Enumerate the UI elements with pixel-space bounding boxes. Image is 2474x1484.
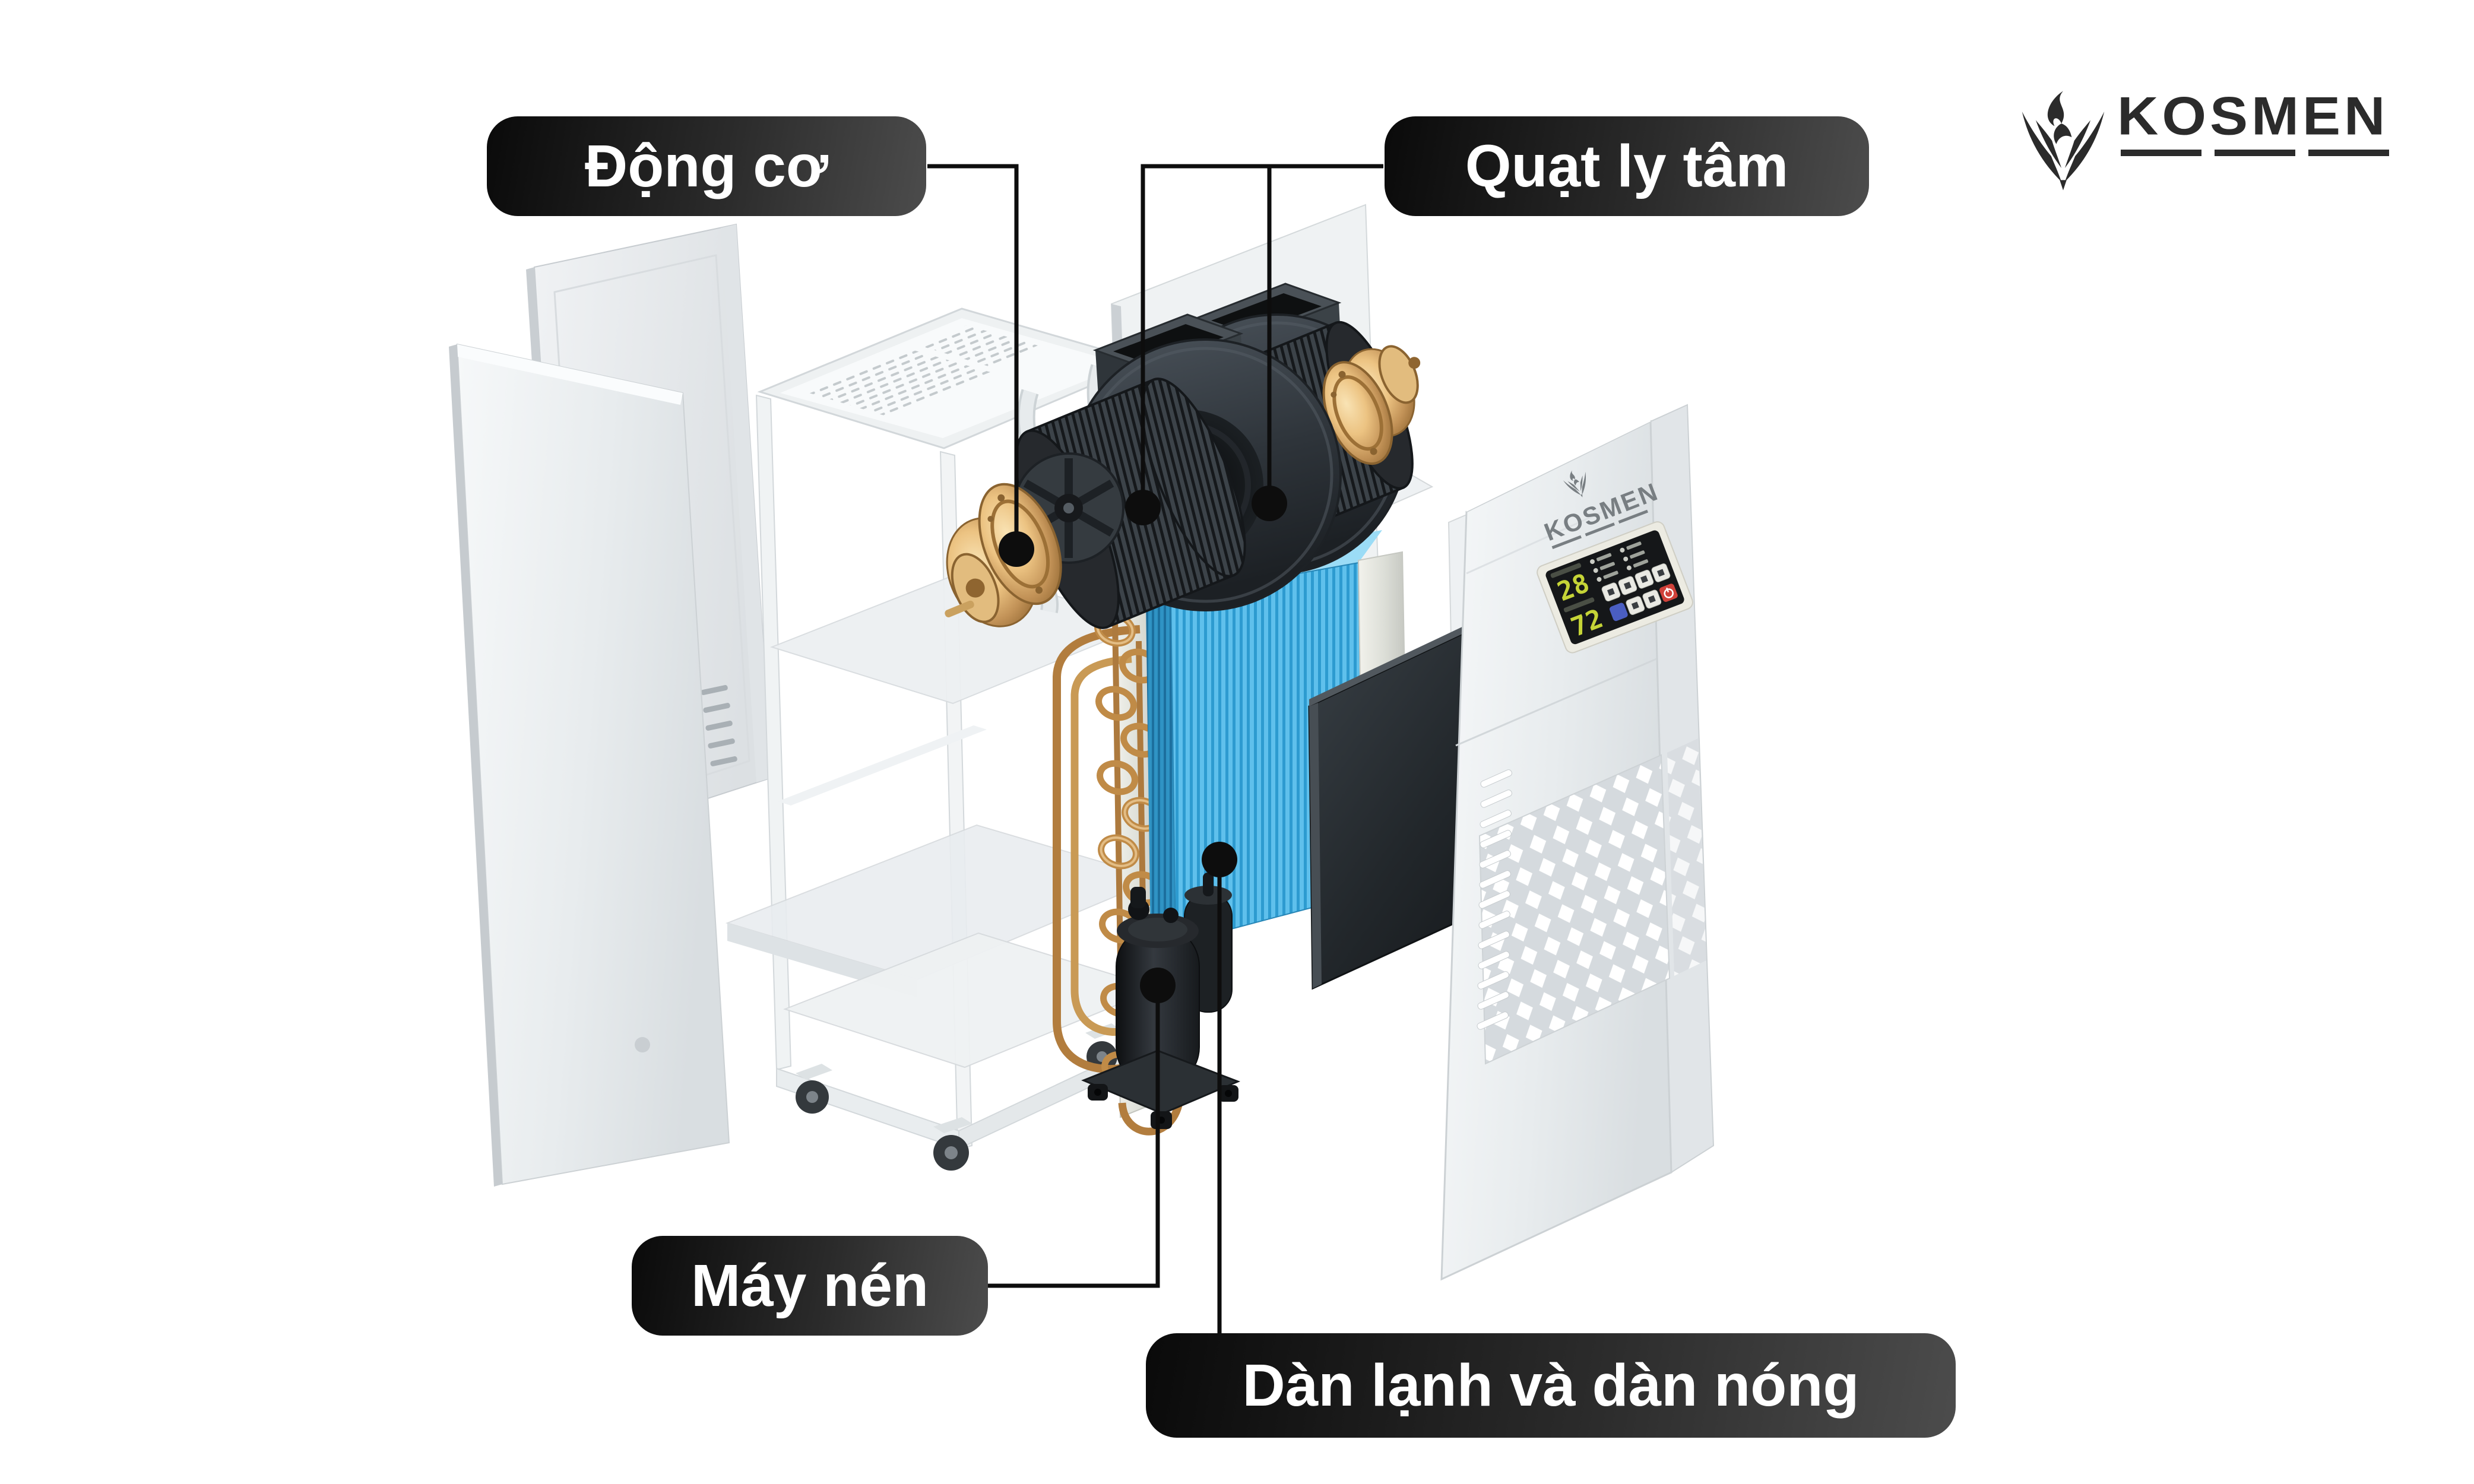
connector-compressor: [986, 988, 1160, 1288]
top-shelf-mesh: [805, 349, 993, 417]
mode-button: [1610, 603, 1628, 621]
label-compressor: Máy nén: [632, 1236, 988, 1336]
brand-logo: KOSMEN: [2019, 88, 2422, 213]
callout-dots: [999, 486, 1287, 1003]
dot-motor: [999, 531, 1034, 567]
side-panel-left: [449, 343, 730, 1187]
label-fan-text: Quạt ly tâm: [1465, 132, 1789, 199]
dot-coils: [1202, 842, 1237, 877]
callout-connectors: [927, 164, 1383, 1333]
label-fan: Quạt ly tâm: [1385, 116, 1869, 216]
label-coils: Dàn lạnh và dàn nóng: [1146, 1333, 1956, 1438]
panel-hole: [635, 1037, 650, 1052]
brand-underline-bars: [2121, 150, 2389, 156]
label-motor: Động cơ: [487, 116, 926, 216]
power-button: [1659, 584, 1678, 602]
dot-fan-left: [1125, 490, 1161, 525]
connector-fan-1: [1141, 164, 1383, 505]
control-display: 28 72: [1537, 521, 1693, 654]
back-panel-vents: [701, 685, 737, 766]
front-panel-vents: [1477, 769, 1512, 1030]
top-shelf-mesh: [919, 325, 1038, 367]
label-compressor-text: Máy nén: [690, 1252, 929, 1319]
caster-wheels: [796, 1023, 1121, 1171]
dot-compressor: [1140, 968, 1176, 1003]
compressor-base: [1081, 1049, 1240, 1115]
display-buttons: [1601, 563, 1678, 621]
display-indicators: [1590, 541, 1649, 582]
label-motor-text: Động cơ: [585, 132, 828, 199]
connector-motor: [927, 164, 1019, 546]
front-panel: KOSMEN 28 72: [1440, 404, 1715, 1281]
label-coils-text: Dàn lạnh và dàn nóng: [1242, 1352, 1860, 1419]
brand-name-text: KOSMEN: [2117, 85, 2389, 147]
brand-wordmark: KOSMEN: [2117, 88, 2389, 156]
fin-block-side: [1146, 597, 1176, 946]
phoenix-flame-icon: [2022, 91, 2105, 191]
dot-fan-right: [1252, 486, 1287, 521]
